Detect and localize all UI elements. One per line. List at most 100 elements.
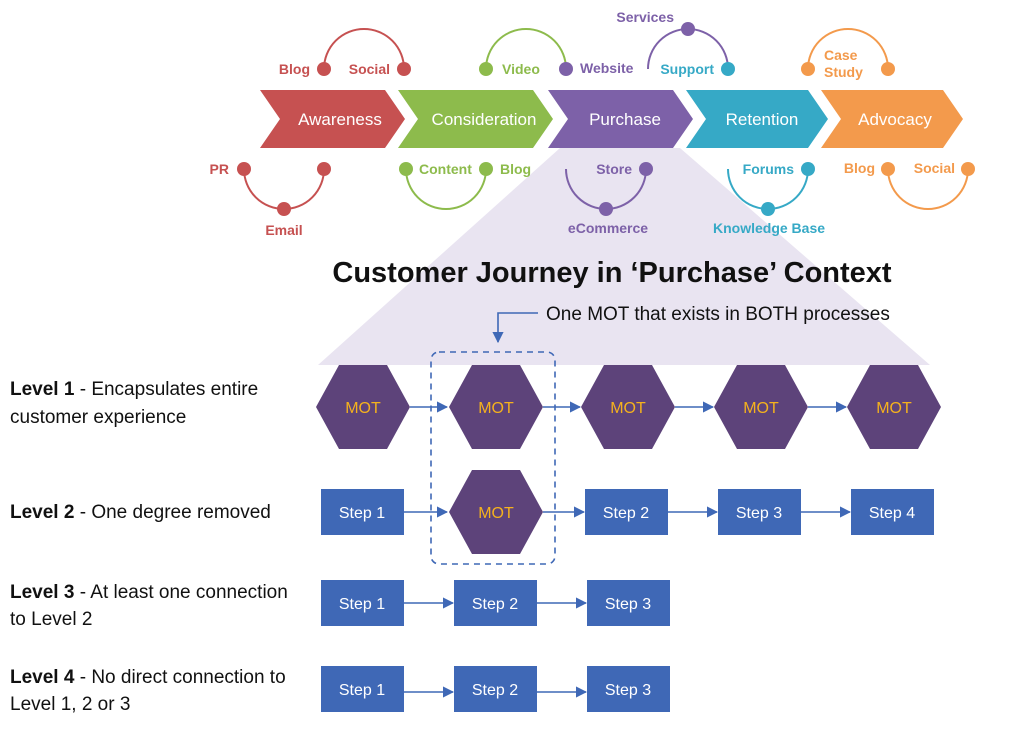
stage-advocacy-label: Advocacy	[858, 110, 932, 129]
dot-purchase-store	[639, 162, 653, 176]
touch-advocacy-social: Social	[914, 160, 955, 176]
stage-consideration-label: Consideration	[432, 110, 537, 129]
l4-step-1	[321, 666, 404, 712]
level-3-desc-line2: to Level 2	[10, 609, 92, 630]
level-1-desc: Level 1 - Encapsulates entire	[10, 379, 258, 400]
l3-step-3	[587, 580, 670, 626]
l4-step-2-label: Step 2	[472, 682, 518, 699]
l4-step-1-label: Step 1	[339, 682, 385, 699]
level-4-desc-line1: - No direct connection to	[74, 667, 285, 688]
touch-advocacy-study: Study	[824, 64, 863, 80]
touch-retention-support: Support	[660, 61, 714, 77]
dot-consideration-blog	[479, 162, 493, 176]
dot-advocacy-social	[961, 162, 975, 176]
diagram-title: Customer Journey in ‘Purchase’ Context	[332, 257, 892, 289]
l2-mot-label: MOT	[478, 505, 514, 522]
touch-awareness-pr: PR	[210, 161, 229, 177]
dot-retention-forums	[801, 162, 815, 176]
level-4-name: Level 4	[10, 667, 75, 688]
stage-retention	[686, 90, 828, 148]
level-2-desc: Level 2 - One degree removed	[10, 502, 271, 523]
purchase-funnel	[318, 148, 930, 365]
l2-step-4	[851, 489, 934, 535]
dot-advocacy-blog	[881, 162, 895, 176]
touch-consideration-blog: Blog	[500, 161, 531, 177]
l1-mot-4	[714, 365, 808, 449]
dot-purchase-website	[559, 62, 573, 76]
dot-purchase-ecommerce	[599, 202, 613, 216]
note-pointer	[492, 312, 538, 344]
level-1-row: MOT MOT MOT MOT MOT	[316, 365, 941, 449]
touch-retention-knowledge-base: Knowledge Base	[713, 220, 825, 236]
stage-consideration	[398, 90, 553, 148]
consideration-top-arc	[485, 28, 567, 70]
touch-purchase-store: Store	[596, 161, 632, 177]
level-2-row: Step 1 MOT Step 2 Step 3 Step 4	[321, 470, 934, 554]
touch-advocacy-case: Case	[824, 47, 858, 63]
touch-awareness-social: Social	[349, 61, 390, 77]
level-3-name: Level 3	[10, 582, 74, 603]
dot-consideration-content	[399, 162, 413, 176]
l2-mot	[449, 470, 543, 554]
dot-purchase-services	[681, 22, 695, 36]
l2-step-1	[321, 489, 404, 535]
stage-awareness-label: Awareness	[298, 110, 382, 129]
l3-step-2-label: Step 2	[472, 596, 518, 613]
level-4-desc: Level 4 - No direct connection to	[10, 667, 286, 688]
l4-step-2	[454, 666, 537, 712]
level-2-desc-line1: - One degree removed	[74, 502, 270, 523]
stage-purchase	[548, 90, 693, 148]
l3-step-3-label: Step 3	[605, 596, 651, 613]
level-1-desc-line1: - Encapsulates entire	[74, 379, 258, 400]
l2-step-2	[585, 489, 668, 535]
l2-step-3	[718, 489, 801, 535]
l4-step-3-label: Step 3	[605, 682, 651, 699]
l3-step-1-label: Step 1	[339, 596, 385, 613]
l1-mot-3-label: MOT	[610, 400, 646, 417]
l1-mot-3	[581, 365, 675, 449]
touch-awareness-blog: Blog	[279, 61, 310, 77]
dot-awareness-email	[277, 202, 291, 216]
level-3-desc: Level 3 - At least one connection	[10, 582, 288, 603]
level-4-desc-line2: Level 1, 2 or 3	[10, 694, 130, 715]
level-2-name: Level 2	[10, 502, 74, 523]
l2-step-1-label: Step 1	[339, 505, 385, 522]
consideration-bottom-arc	[405, 168, 487, 210]
l1-mot-5	[847, 365, 941, 449]
dot-awareness-bottom-right	[317, 162, 331, 176]
stage-advocacy	[821, 90, 963, 148]
l1-mot-2	[449, 365, 543, 449]
l2-step-2-label: Step 2	[603, 505, 649, 522]
l1-mot-4-label: MOT	[743, 400, 779, 417]
dot-retention-knowledge-base	[761, 202, 775, 216]
stage-retention-label: Retention	[726, 110, 799, 129]
touchpoint-dots	[237, 22, 975, 216]
touch-consideration-video: Video	[502, 61, 540, 77]
dot-awareness-social	[397, 62, 411, 76]
awareness-top-arc	[323, 28, 405, 70]
touch-retention-forums: Forums	[743, 161, 795, 177]
l3-step-2	[454, 580, 537, 626]
dot-advocacy-case-left	[801, 62, 815, 76]
l3-step-1	[321, 580, 404, 626]
l1-mot-1-label: MOT	[345, 400, 381, 417]
dot-consideration-video	[479, 62, 493, 76]
touch-purchase-services: Services	[616, 9, 674, 25]
l1-mot-2-label: MOT	[478, 400, 514, 417]
dot-retention-support	[721, 62, 735, 76]
level-3-row: Step 1 Step 2 Step 3	[321, 580, 670, 626]
l1-mot-1	[316, 365, 410, 449]
level-4-row: Step 1 Step 2 Step 3	[321, 666, 670, 712]
level-1-name: Level 1	[10, 379, 75, 400]
touch-purchase-website: Website	[580, 60, 634, 76]
dot-awareness-blog	[317, 62, 331, 76]
mot-note: One MOT that exists in BOTH processes	[546, 304, 890, 325]
touch-awareness-email: Email	[265, 222, 302, 238]
advocacy-bottom-arc	[887, 168, 969, 210]
stage-awareness	[260, 90, 405, 148]
stage-purchase-label: Purchase	[589, 110, 661, 129]
dot-advocacy-case-right	[881, 62, 895, 76]
dot-awareness-pr	[237, 162, 251, 176]
level-3-desc-line1: - At least one connection	[74, 582, 287, 603]
